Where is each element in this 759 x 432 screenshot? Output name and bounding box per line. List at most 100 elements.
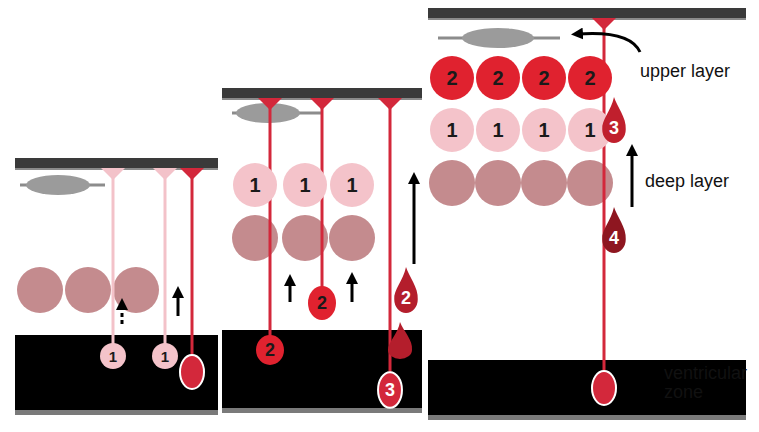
cell-body [256,335,284,365]
migration-arrow [413,178,416,264]
cell-number: 2 [265,341,275,359]
neuron-cell: 1 [522,108,566,152]
migration-arrow-dashed [121,304,124,324]
neuron-fiber [164,176,167,345]
neuron-cell: 2 [568,56,612,100]
cell-body [522,108,566,152]
ventricular-surface [222,408,422,413]
deep-layer-cell [567,160,613,206]
migrating-cell-body [602,97,626,143]
cell-body [522,56,566,100]
layer-label: deep layer [645,172,757,191]
migrating-cell-body [394,267,418,313]
ventricular-zone-band [15,335,218,410]
cell-number: 2 [538,68,549,88]
cell-body [233,163,277,207]
cell-body [378,372,402,408]
radial-glia-fiber [191,176,194,365]
fiber-endfoot [153,168,177,180]
deep-layer-cell [475,160,521,206]
neuron-cell: 2 [308,286,336,320]
neuron-cell: 2 [256,335,284,365]
neuron-cell: 1 [283,163,327,207]
fiber-endfoot [310,98,334,110]
deep-layer-cell [521,160,567,206]
horizontal-cell [462,28,534,48]
fiber-endfoot [101,168,125,180]
cell-number: 2 [446,68,457,88]
migrating-cell-body [602,207,626,253]
neuron-cell: 3 [377,371,403,409]
cell-body [476,56,520,100]
preplate-cell [17,267,63,313]
cell-body [152,343,178,369]
cell-body [430,56,474,100]
neuron-fiber [112,176,115,345]
cell-number: 1 [299,175,310,195]
neuron-cell: 3 [600,97,628,143]
pial-surface [428,8,746,18]
radial-glia-cell [180,355,204,389]
layer-label: ventricular zone [664,364,758,402]
pial-surface [222,88,422,98]
cell-number: 1 [249,175,260,195]
neuron-cell: 1 [233,163,277,207]
neuron-cell: 2 [392,267,420,313]
cell-number: 1 [538,120,549,140]
pial-surface [15,158,218,168]
subplate-cell [329,215,375,261]
cell-number: 2 [584,68,595,88]
ventricular-surface [15,410,218,415]
fiber-endfoot [592,18,616,30]
neuron-cell: 1 [476,108,520,152]
cell-number: 3 [609,119,619,137]
fiber-endfoot [378,98,402,110]
cell-number: 1 [109,349,117,364]
neuron-fiber [269,106,272,345]
panel-one [15,158,218,415]
fiber-endfoot [258,98,282,110]
deep-layer-cell [429,160,475,206]
cell-number: 1 [446,120,457,140]
cell-number: 2 [492,68,503,88]
cell-number: 2 [317,294,327,312]
cell-body [330,163,374,207]
preplate-cell [113,267,159,313]
cell-number: 1 [161,349,169,364]
migration-arrow [177,292,180,316]
ventricular-surface [428,415,746,420]
horizontal-cell [26,175,90,195]
neuron-cell: 1 [330,163,374,207]
fiber-endfoot [180,168,204,180]
curved-arrow [577,33,640,52]
cell-body [476,108,520,152]
neuron-cell: 1 [152,343,178,369]
cell-number: 2 [401,289,411,307]
panel-two [222,88,422,413]
neuron-cell: 4 [600,207,628,253]
neuron-cell: 2 [476,56,520,100]
neuron-cell: 2 [430,56,474,100]
cell-body [283,163,327,207]
neuron-cell: 2 [522,56,566,100]
neuron-fiber [321,106,324,298]
cell-body [430,108,474,152]
migration-arrow [289,280,292,302]
layer-label: upper layer [640,62,758,81]
cell-body [100,343,126,369]
cell-number: 3 [385,381,395,399]
migration-arrow [631,150,634,207]
cell-number: 1 [492,120,503,140]
neuron-cell: 1 [430,108,474,152]
migration-arrow [351,278,354,302]
cell-number: 1 [346,175,357,195]
pial-surface-edge [428,18,746,20]
neuron-cell: 1 [100,343,126,369]
cell-number: 4 [609,229,619,247]
cell-body [308,286,336,320]
cell-number: 1 [584,120,595,140]
preplate-cell [65,267,111,313]
migrating-neuron [388,322,412,359]
radial-glia-cell [592,371,616,405]
